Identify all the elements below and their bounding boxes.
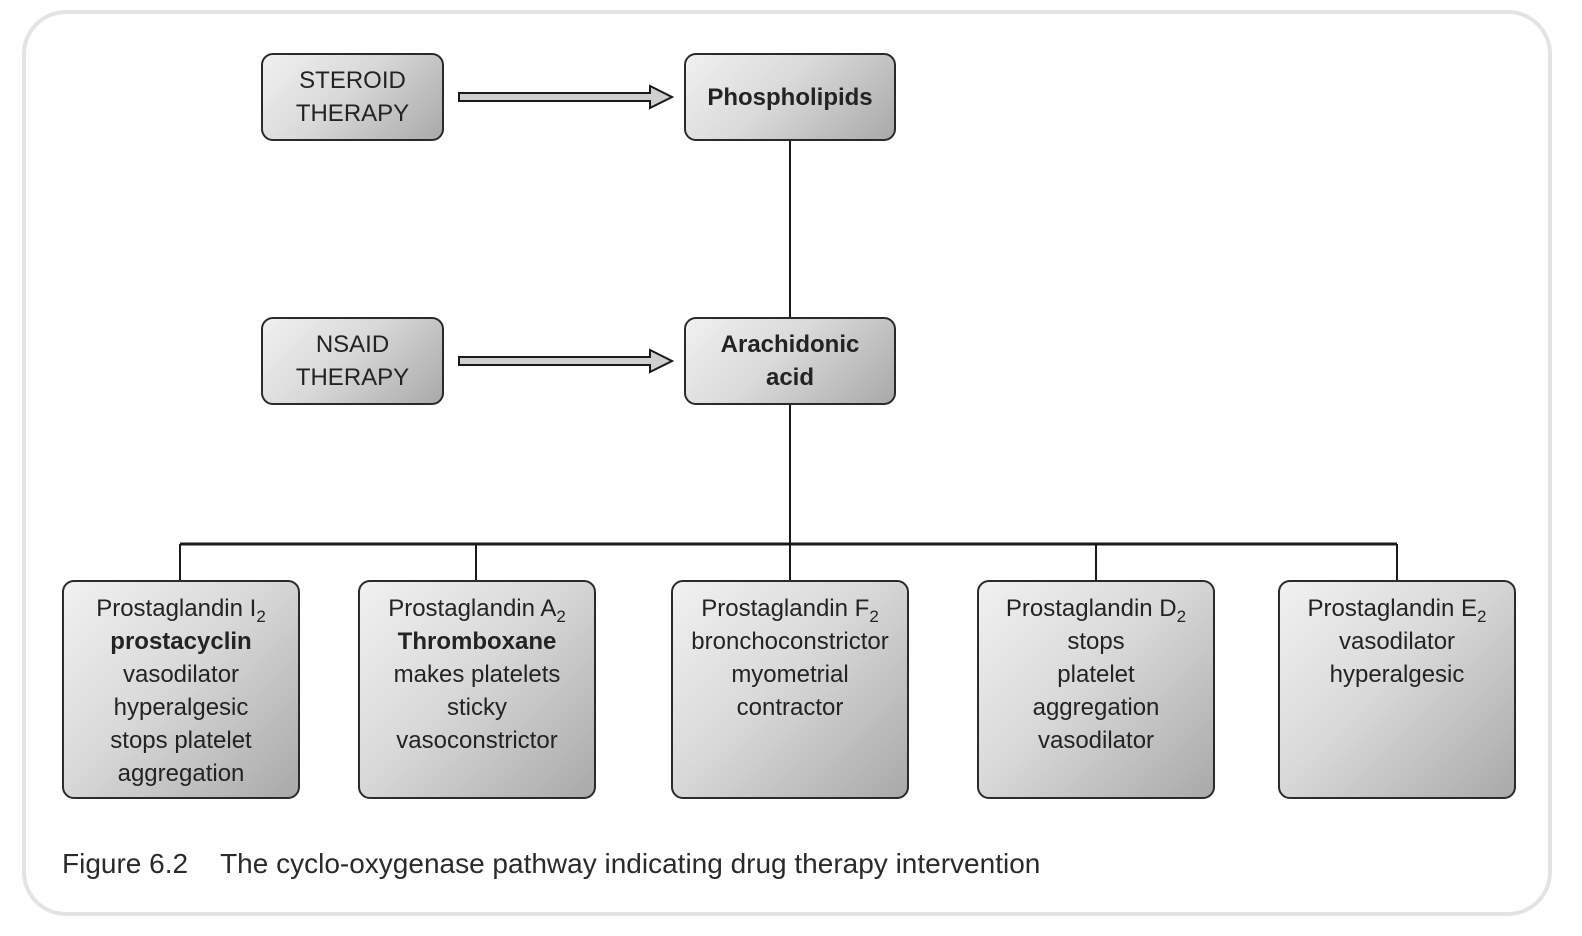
prostaglandin-effect: vasodilator: [1338, 628, 1456, 655]
prostaglandin-a2-box: Prostaglandin A2 Thromboxane makes plate…: [358, 580, 596, 799]
prostaglandin-effect: aggregation: [1032, 694, 1160, 721]
figure-caption: Figure 6.2 The cyclo-oxygenase pathway in…: [62, 848, 1040, 880]
prostaglandin-i2-box: Prostaglandin I2 prostacyclin vasodilato…: [62, 580, 300, 799]
prostaglandin-effect: myometrial: [731, 661, 849, 688]
prostaglandin-effect: aggregation: [117, 760, 245, 787]
prostaglandin-common-name: prostacyclin: [110, 628, 252, 655]
prostaglandin-effect: platelet: [1057, 661, 1135, 688]
prostaglandin-common-name: Thromboxane: [397, 628, 557, 655]
arachidonic-label-line-2: acid: [765, 364, 815, 391]
arachidonic-acid-box: Arachidonic acid: [684, 317, 896, 405]
prostaglandin-effect: hyperalgesic: [1329, 661, 1465, 688]
arrow-steroid-to-phospholipids: [458, 84, 675, 110]
prostaglandin-effect: vasodilator: [1037, 727, 1155, 754]
prostaglandin-effect: hyperalgesic: [113, 694, 249, 721]
arachidonic-label-line-1: Arachidonic: [720, 331, 860, 358]
prostaglandin-effect: vasodilator: [122, 661, 240, 688]
steroid-therapy-box: STEROID THERAPY: [261, 53, 444, 141]
figure-number: Figure 6.2: [62, 848, 189, 879]
prostaglandin-effect: bronchoconstrictor: [691, 628, 889, 655]
prostaglandin-name: Prostaglandin F2: [701, 595, 879, 626]
prostaglandin-d2-box: Prostaglandin D2 stops platelet aggregat…: [977, 580, 1215, 799]
prostaglandin-name: Prostaglandin I2: [96, 595, 266, 626]
prostaglandin-e2-box: Prostaglandin E2 vasodilator hyperalgesi…: [1278, 580, 1516, 799]
prostaglandin-effect: stops: [1067, 628, 1125, 655]
nsaid-therapy-line-2: THERAPY: [295, 364, 410, 391]
arrow-nsaid-to-arachidonic: [458, 348, 675, 374]
prostaglandin-name: Prostaglandin D2: [1005, 595, 1187, 626]
nsaid-therapy-box: NSAID THERAPY: [261, 317, 444, 405]
steroid-therapy-line-2: THERAPY: [295, 100, 410, 127]
prostaglandin-effect: vasoconstrictor: [396, 727, 558, 754]
nsaid-therapy-line-1: NSAID: [315, 331, 390, 358]
phospholipids-label: Phospholipids: [707, 83, 873, 111]
figure-caption-text: The cyclo-oxygenase pathway indicating d…: [220, 848, 1041, 879]
prostaglandin-effect: makes platelets: [393, 661, 561, 688]
phospholipids-box: Phospholipids: [684, 53, 896, 141]
prostaglandin-name: Prostaglandin A2: [388, 595, 566, 626]
prostaglandin-effect: sticky: [447, 694, 507, 721]
steroid-therapy-line-1: STEROID: [299, 67, 406, 94]
prostaglandin-name: Prostaglandin E2: [1307, 595, 1487, 626]
prostaglandin-f2-box: Prostaglandin F2 bronchoconstrictor myom…: [671, 580, 909, 799]
prostaglandin-effect: contractor: [736, 694, 844, 721]
prostaglandin-effect: stops platelet: [110, 727, 252, 754]
